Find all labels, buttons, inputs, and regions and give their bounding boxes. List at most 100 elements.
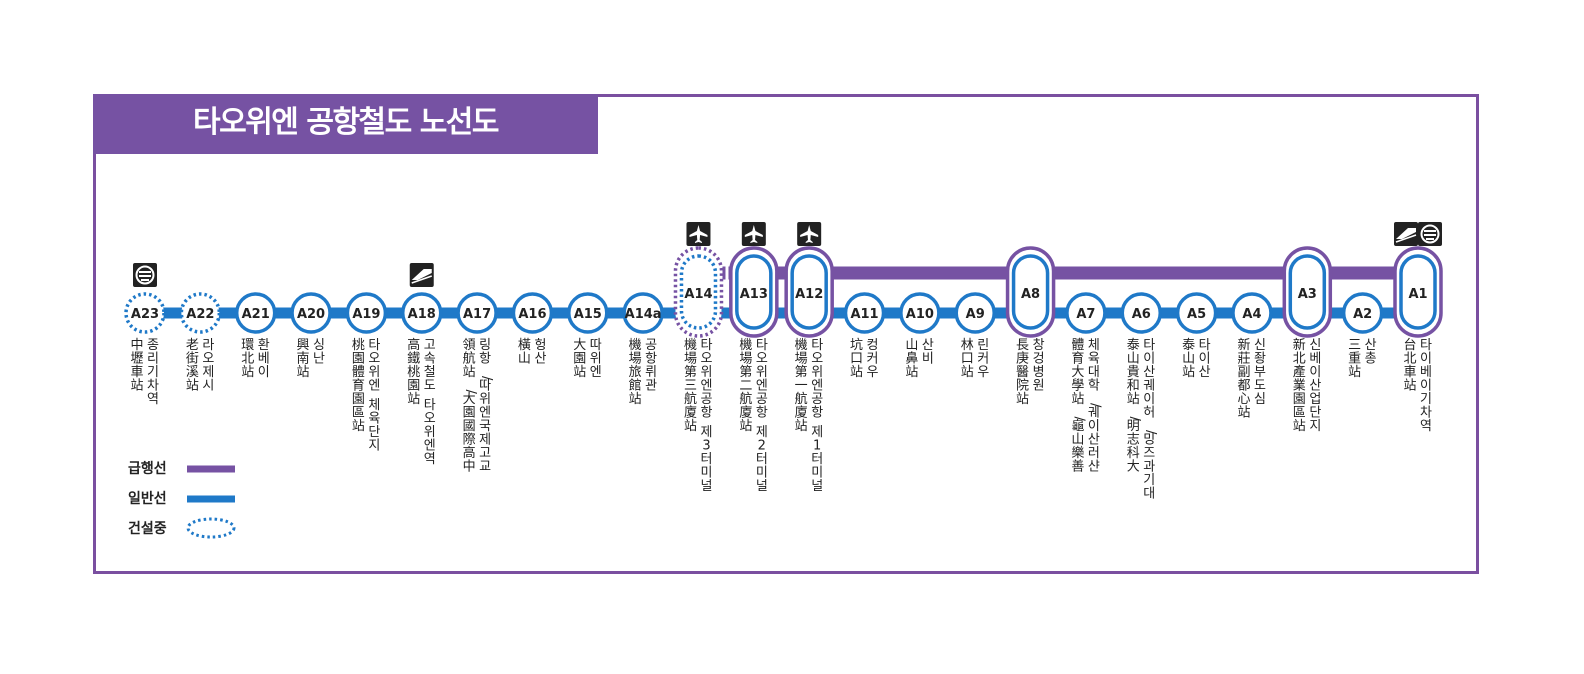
station-marker	[790, 254, 828, 330]
station-a8[interactable]: A8	[1005, 246, 1056, 338]
station-name-hanja: 大園站	[573, 338, 586, 380]
station-code: A3	[1298, 287, 1317, 302]
station-code: A11	[850, 307, 878, 322]
station-name-hanja: 領航站/大園國際高中	[463, 337, 478, 475]
station-a12[interactable]: A12	[784, 246, 834, 338]
station-a21[interactable]: A21	[234, 292, 277, 334]
route-lines	[145, 266, 1418, 319]
station-a11[interactable]: A11	[843, 292, 886, 334]
station-marker	[954, 292, 996, 334]
station-code: A12	[795, 287, 823, 302]
station-code: A8	[1021, 287, 1040, 302]
station-a23[interactable]: A23	[124, 292, 166, 334]
station-name-hanja: 機場第一航廈站	[795, 338, 808, 434]
station-code: A15	[574, 307, 602, 322]
station-code: A5	[1187, 307, 1206, 322]
station-a10[interactable]: A10	[899, 292, 941, 334]
map-title: 타오위엔 공항철도 노선도	[193, 105, 500, 140]
station-a13[interactable]: A13	[729, 246, 779, 338]
station-code: A18	[408, 307, 436, 322]
station-name-hanja: 泰山站	[1182, 338, 1195, 380]
station-a22[interactable]: A22	[179, 292, 222, 334]
station-marker	[622, 292, 664, 334]
map-frame	[93, 94, 1479, 574]
station-code: A21	[242, 307, 270, 322]
station-name-hanja: 新北產業園區站	[1293, 337, 1306, 434]
station-a9[interactable]: A9	[954, 292, 996, 334]
station-marker	[843, 292, 886, 334]
station-code: A10	[906, 307, 934, 322]
station-code: A14	[684, 287, 712, 302]
station-name-hanja: 坑口站	[850, 338, 863, 380]
station-code: A14a	[625, 307, 662, 322]
station-marker	[345, 292, 388, 334]
station-a6[interactable]: A6	[1120, 292, 1163, 334]
station-a3[interactable]: A3	[1282, 246, 1333, 338]
station-name-hanja: 三重站	[1348, 338, 1361, 380]
station-marker	[1120, 292, 1163, 334]
station-a18[interactable]: A18	[400, 292, 443, 334]
station-name-hanja: 體育大學站/龜山樂善	[1071, 338, 1086, 475]
station-code: A2	[1353, 307, 1372, 322]
hsr-icon	[409, 263, 434, 287]
station-marker	[735, 254, 773, 330]
station-name-hanja: 長庚醫院站	[1016, 338, 1029, 407]
station-code: A9	[966, 307, 985, 322]
station-marker	[234, 292, 277, 334]
station-a14[interactable]: A14	[673, 246, 724, 338]
station-name-hanja: 中壢車站	[130, 338, 143, 394]
station-marker	[1341, 292, 1384, 334]
station-marker	[290, 292, 332, 334]
legend-commuter-label: 일반선	[128, 490, 167, 507]
station-marker	[899, 292, 941, 334]
station-a4[interactable]: A4	[1231, 292, 1273, 334]
station-name-hanja: 桃園體育園區站	[352, 338, 365, 434]
station-marker	[679, 254, 718, 330]
airport-icon	[686, 222, 711, 246]
station-marker	[1231, 292, 1273, 334]
station-name-hanja: 台北車站	[1403, 338, 1416, 394]
station-a19[interactable]: A19	[345, 292, 388, 334]
stations-layer: A23 A22 A21 A20 A19 A18 A17 A16 A15 A14a A14 A13 A12…	[124, 246, 1443, 338]
legend: 급행선 일반선 건설중	[128, 461, 236, 539]
legend-construction-label: 건설중	[128, 520, 167, 537]
station-name-hanja: 機場第三航廈站	[684, 338, 697, 434]
station-name-hanja: 機場第二航廈站	[739, 338, 752, 434]
station-a14a[interactable]: A14a	[622, 292, 664, 334]
legend-express-label: 급행선	[128, 461, 167, 477]
station-marker	[400, 292, 443, 334]
station-name-hanja: 高鐵桃園站	[407, 337, 420, 407]
station-a15[interactable]: A15	[567, 292, 609, 334]
station-marker	[179, 292, 222, 334]
station-a17[interactable]: A17	[456, 292, 498, 334]
station-a20[interactable]: A20	[290, 292, 332, 334]
station-code: A4	[1242, 307, 1261, 322]
station-code: A19	[352, 307, 380, 322]
station-a5[interactable]: A5	[1175, 292, 1218, 334]
train-icon	[133, 263, 157, 287]
station-a1[interactable]: A1	[1393, 246, 1443, 338]
station-name-hanja: 林口站	[961, 338, 974, 380]
station-a2[interactable]: A2	[1341, 292, 1384, 334]
station-a16[interactable]: A16	[511, 292, 554, 334]
station-marker	[511, 292, 554, 334]
train-icon	[1418, 222, 1442, 246]
station-a7[interactable]: A7	[1065, 292, 1107, 334]
